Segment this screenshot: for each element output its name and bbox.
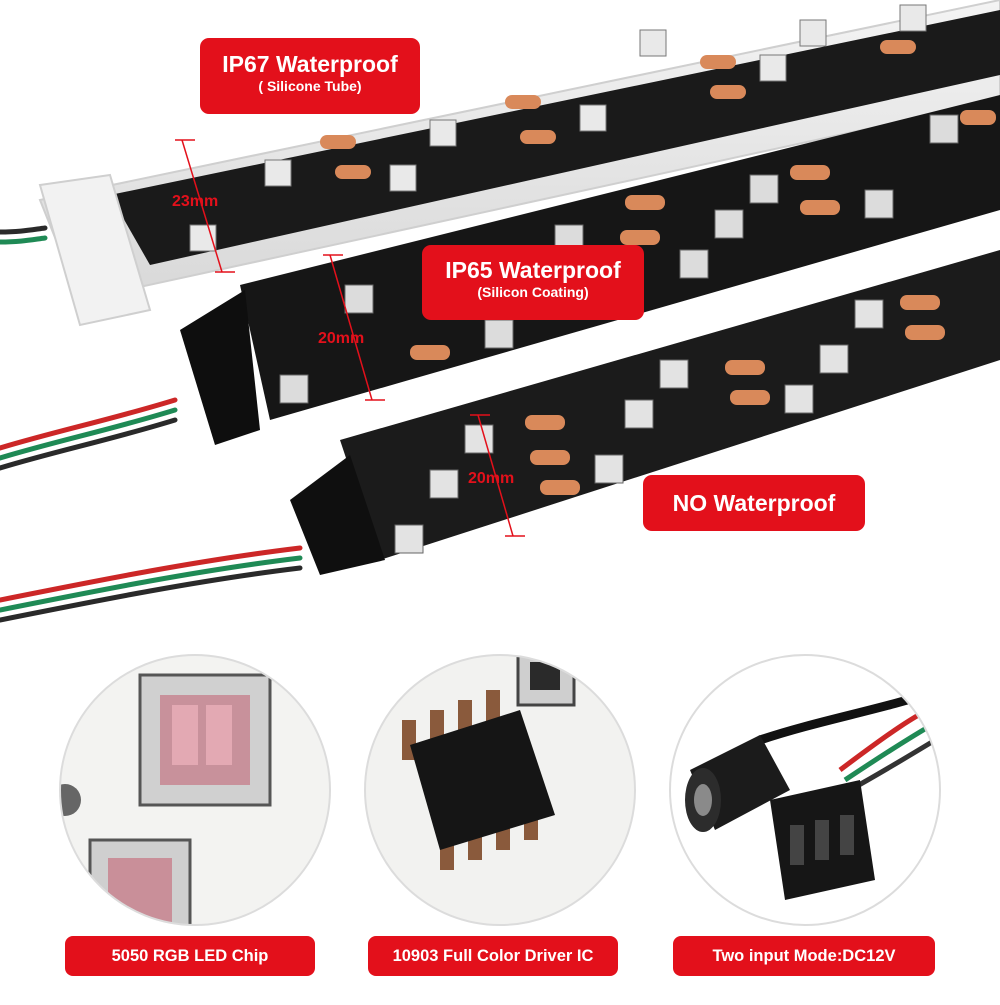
dimension-markers: [175, 139, 525, 537]
ip65-title: IP65 Waterproof: [445, 257, 621, 283]
strip-ip67: [38, 0, 1000, 327]
detail-connector: [669, 654, 941, 926]
ip67-title: IP67 Waterproof: [222, 51, 398, 77]
ip67-label: IP67 Waterproof ( Silicone Tube): [200, 38, 420, 114]
ip65-width-label: 20mm: [318, 330, 365, 347]
no-waterproof-title: NO Waterproof: [672, 490, 836, 516]
ip65-label: IP65 Waterproof (Silicon Coating): [422, 245, 644, 320]
ip65-subtitle: (Silicon Coating): [477, 284, 589, 300]
ip67-subtitle: ( Silicone Tube): [258, 78, 362, 94]
strip-bare: [290, 250, 1000, 575]
ip67-width-label: 23mm: [172, 193, 219, 210]
input-mode-label: Two input Mode:DC12V: [673, 936, 935, 976]
detail-driver-ic: [364, 654, 636, 926]
led-chip-label: 5050 RGB LED Chip: [65, 936, 315, 976]
no-waterproof-label: NO Waterproof: [643, 475, 865, 531]
wires: [0, 225, 303, 623]
driver-ic-label: 10903 Full Color Driver IC: [368, 936, 618, 976]
detail-led-chip: [59, 654, 331, 926]
bare-width-label: 20mm: [468, 470, 515, 487]
